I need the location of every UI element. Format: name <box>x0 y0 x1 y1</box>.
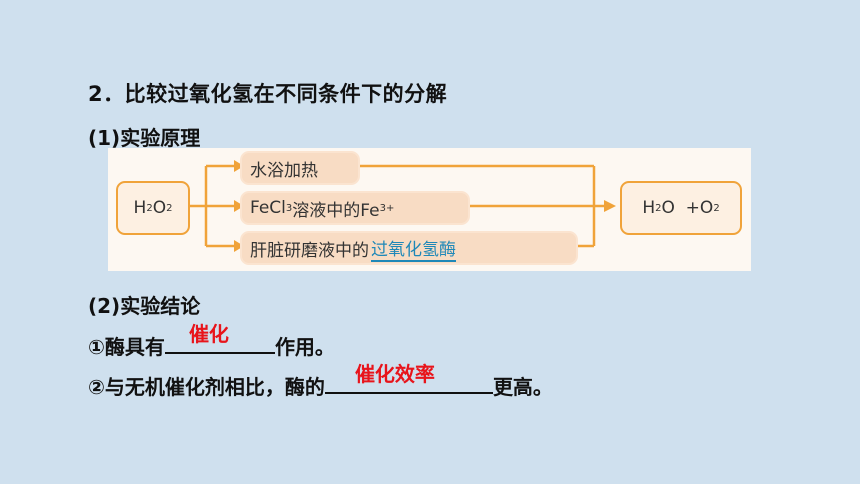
subheading-conclusion: (2)实验结论 <box>88 294 201 318</box>
answer-2: 催化效率 <box>354 362 435 386</box>
conclusion-line-1: ①酶具有催化作用。 <box>88 322 335 360</box>
section-heading: 2．比较过氧化氢在不同条件下的分解 <box>88 82 448 106</box>
condition-water-bath: 水浴加热 <box>240 151 360 185</box>
arrow-lines <box>188 160 616 252</box>
answer-1: 催化 <box>188 322 229 346</box>
subheading-principle: (1)实验原理 <box>88 126 201 150</box>
answer-blank-1: 催化 <box>164 322 275 354</box>
conclusion-line-2: ②与无机催化剂相比，酶的催化效率更高。 <box>88 362 553 400</box>
answer-blank-2: 催化效率 <box>324 362 493 394</box>
enzyme-highlight: 过氧化氢酶 <box>371 235 456 262</box>
condition-liver-enzyme: 肝脏研磨液中的过氧化氢酶 <box>240 231 578 265</box>
